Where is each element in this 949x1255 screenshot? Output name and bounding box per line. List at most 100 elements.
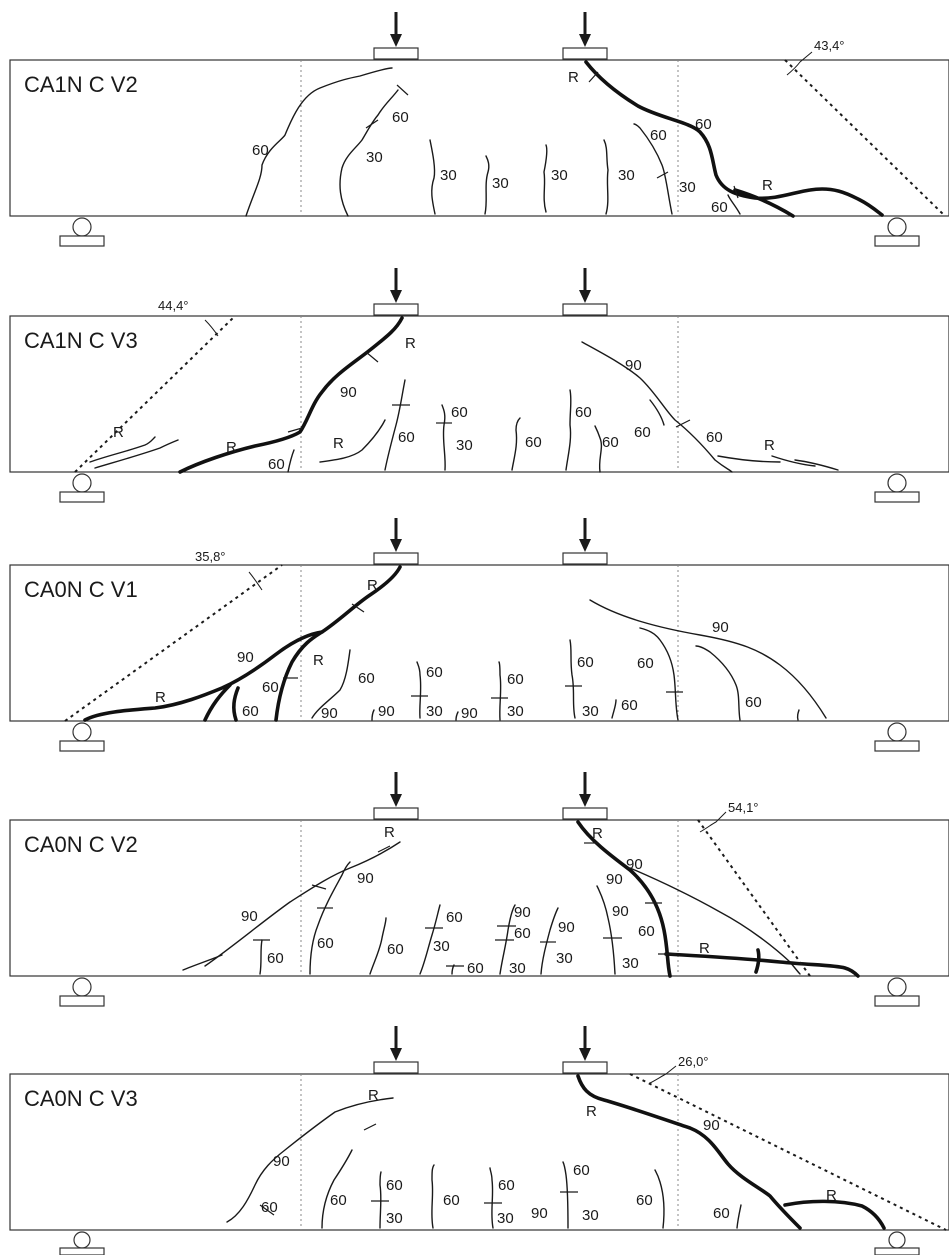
crack-label: 90 [378, 703, 395, 720]
load-bearing-plate [562, 47, 608, 60]
crack-label: 90 [626, 856, 643, 873]
crack-label: 30 [366, 149, 383, 166]
crack-label: R [699, 940, 710, 957]
load-point-right [562, 772, 608, 820]
crack-label: R [113, 424, 124, 441]
strut-angle-line [64, 564, 283, 722]
crack-label: R [405, 335, 416, 352]
crack-label: 60 [711, 199, 728, 216]
crack-label: 60 [261, 1199, 278, 1216]
beam-outline [9, 315, 949, 473]
beam-panel-5: CA0N C V3 26,0° R 90 60 60 [9, 1026, 949, 1255]
crack-labels: 60 60 30 30 30 30 30 60 60 30 60 R R [252, 69, 773, 216]
crack-label: R [226, 439, 237, 456]
load-point-left [373, 1026, 419, 1074]
beam-panel-4: CA0N C V2 [9, 772, 949, 1007]
crack-label: 30 [618, 167, 635, 184]
down-arrow-icon [390, 290, 402, 303]
crack-label: 60 [525, 434, 542, 451]
crack-label: 90 [703, 1117, 720, 1134]
support-right [874, 217, 920, 247]
crack-label: R [592, 825, 603, 842]
crack-label: 60 [386, 1177, 403, 1194]
strut-angle-label: 54,1° [728, 800, 759, 815]
crack-label: 90 [712, 619, 729, 636]
crack-label: 60 [695, 116, 712, 133]
load-bearing-plate [373, 807, 419, 820]
beam-panel-1: CA1N C V2 43,4° 60 60 30 3 [9, 12, 949, 247]
strut-annotation: 43,4° [784, 38, 946, 217]
crack-label: 60 [650, 127, 667, 144]
down-arrow-icon [390, 34, 402, 47]
support-left [59, 1231, 105, 1255]
crack-label: 60 [467, 960, 484, 977]
crack-label: 90 [357, 870, 374, 887]
crack-label: R [313, 652, 324, 669]
crack-label: R [826, 1187, 837, 1204]
roller-support-icon [72, 977, 92, 997]
crack-labels: R 90 R 60 60 R 60 90 90 60 30 90 60 30 6… [155, 577, 762, 722]
strut-angle-label: 43,4° [814, 38, 845, 53]
crack-label: 60 [602, 434, 619, 451]
strut-annotation: 54,1° [697, 800, 811, 977]
load-bearing-plate [373, 47, 419, 60]
load-bearing-plate [562, 552, 608, 565]
crack-label: 90 [237, 649, 254, 666]
load-point-right [562, 268, 608, 316]
load-bearing-plate [373, 1061, 419, 1074]
roller-support-icon [72, 217, 92, 237]
load-bearing-plate [562, 303, 608, 316]
crack-label: 60 [507, 671, 524, 688]
crack-label: 30 [456, 437, 473, 454]
crack-label: 60 [398, 429, 415, 446]
crack-label: 60 [387, 941, 404, 958]
roller-support-icon [887, 217, 907, 237]
crack-label: 30 [507, 703, 524, 720]
crack-label: 30 [582, 1207, 599, 1224]
load-bearing-plate [373, 552, 419, 565]
crack-label: 60 [637, 655, 654, 672]
crack-label: 90 [558, 919, 575, 936]
support-right [874, 473, 920, 503]
beam-outline [9, 59, 949, 217]
support-left [59, 977, 105, 1007]
crack-label: 30 [440, 167, 457, 184]
load-point-left [373, 268, 419, 316]
crack-labels: R 90 90 60 60 60 60 30 60 90 60 30 90 30… [241, 824, 710, 977]
strut-angle-line [629, 1073, 947, 1231]
roller-support-icon [72, 722, 92, 742]
crack-label: R [384, 824, 395, 841]
beam-title: CA1N C V3 [24, 328, 138, 353]
crack-label: 60 [242, 703, 259, 720]
crack-label: 60 [392, 109, 409, 126]
crack-label: 90 [625, 357, 642, 374]
crack-label: R [568, 69, 579, 86]
beam-outline [9, 819, 949, 977]
crack-label: 30 [622, 955, 639, 972]
crack-label: 30 [386, 1210, 403, 1227]
down-arrow-icon [579, 794, 591, 807]
crack-label: 60 [426, 664, 443, 681]
down-arrow-icon [579, 539, 591, 552]
crack-label: 60 [451, 404, 468, 421]
load-bearing-plate [562, 807, 608, 820]
crack-label: 30 [492, 175, 509, 192]
crack-label: 90 [340, 384, 357, 401]
crack-label: 60 [330, 1192, 347, 1209]
beam-panel-3: CA0N C V1 35,8° [9, 518, 949, 752]
crack-label: 60 [745, 694, 762, 711]
beam-title: CA0N C V1 [24, 577, 138, 602]
crack-label: 90 [514, 904, 531, 921]
crack-label: R [764, 437, 775, 454]
support-left [59, 217, 105, 247]
crack-label: 60 [575, 404, 592, 421]
crack-lines [182, 820, 860, 978]
down-arrow-icon [579, 1048, 591, 1061]
roller-support-icon [73, 1231, 91, 1249]
crack-label: 60 [267, 950, 284, 967]
crack-label: 60 [634, 424, 651, 441]
strut-angle-label: 35,8° [195, 549, 226, 564]
load-point-right [562, 518, 608, 565]
crack-label: 60 [713, 1205, 730, 1222]
load-point-left [373, 12, 419, 60]
